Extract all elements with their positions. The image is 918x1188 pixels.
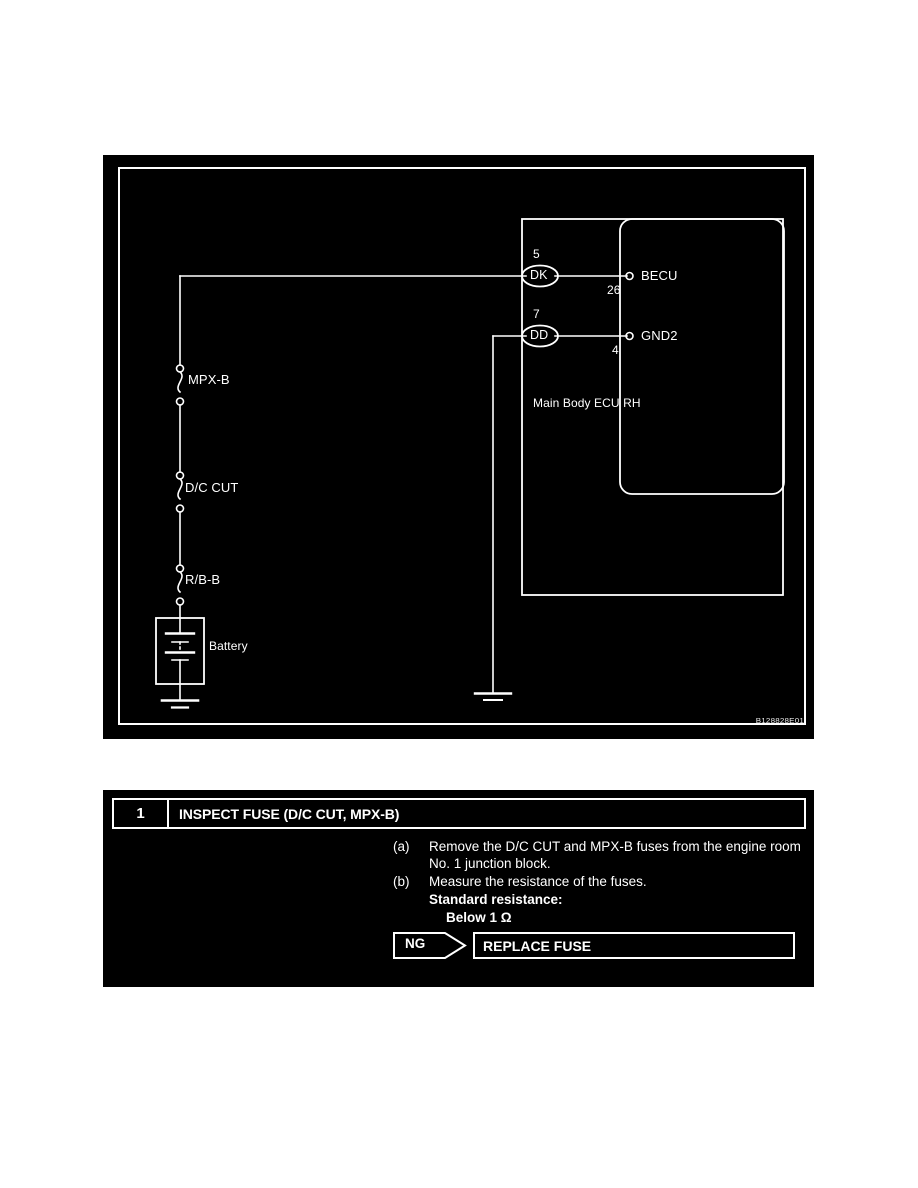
wiring-diagram-graphic <box>155 218 785 709</box>
connector-code-dk: DK <box>530 268 548 282</box>
terminal-name-gnd2: GND2 <box>641 328 678 343</box>
standard-resistance-label: Standard resistance: <box>429 892 563 907</box>
item-text: Remove the D/C CUT and MPX-B fuses from … <box>429 839 801 871</box>
standard-resistance-value: Below 1 Ω <box>446 910 512 925</box>
connector-pin-dd: 7 <box>533 307 540 321</box>
item-marker: (b) <box>393 874 410 889</box>
fuse-label-mpx-b: MPX-B <box>188 372 230 387</box>
item-text: Measure the resistance of the fuses. <box>429 874 647 889</box>
fuse-label-dc-cut: D/C CUT <box>185 480 239 495</box>
spacer <box>393 891 429 908</box>
result-action-label: REPLACE FUSE <box>483 937 592 954</box>
ng-arrow-shape <box>393 932 467 959</box>
terminal-no-26: 26 <box>607 283 621 297</box>
ng-result-flag[interactable]: NG <box>393 932 467 959</box>
step-number: 1 <box>114 800 169 827</box>
figure-code-label: B128828E01 <box>755 716 804 725</box>
standard-value-row: Below 1 Ω <box>393 909 808 926</box>
step-header: 1 INSPECT FUSE (D/C CUT, MPX-B) <box>112 798 806 829</box>
procedure-item: (b) Measure the resistance of the fuses. <box>393 873 808 890</box>
result-row: NG REPLACE FUSE <box>393 932 795 959</box>
terminal-name-becu: BECU <box>641 268 678 283</box>
standard-resistance-row: Standard resistance: <box>393 891 808 908</box>
fuse-label-rb-b: R/B-B <box>185 572 221 587</box>
ng-label: NG <box>405 936 426 951</box>
connector-code-dd: DD <box>530 328 549 342</box>
step-title: INSPECT FUSE (D/C CUT, MPX-B) <box>179 805 400 822</box>
item-marker: (a) <box>393 839 410 854</box>
terminal-no-4: 4 <box>612 343 619 357</box>
procedure-panel: 1 INSPECT FUSE (D/C CUT, MPX-B) (a) Remo… <box>103 790 814 987</box>
ecu-title-label: Main Body ECU RH <box>533 396 641 410</box>
wiring-diagram-panel: MPX-B D/C CUT R/B-B Battery Main Body EC… <box>103 155 814 739</box>
step-body: (a) Remove the D/C CUT and MPX-B fuses f… <box>393 838 808 927</box>
procedure-item: (a) Remove the D/C CUT and MPX-B fuses f… <box>393 838 808 872</box>
result-action-box[interactable]: REPLACE FUSE <box>473 932 795 959</box>
connector-pin-dk: 5 <box>533 247 540 261</box>
diagram-frame <box>118 167 806 725</box>
spacer <box>393 909 429 926</box>
battery-label: Battery <box>209 639 248 653</box>
